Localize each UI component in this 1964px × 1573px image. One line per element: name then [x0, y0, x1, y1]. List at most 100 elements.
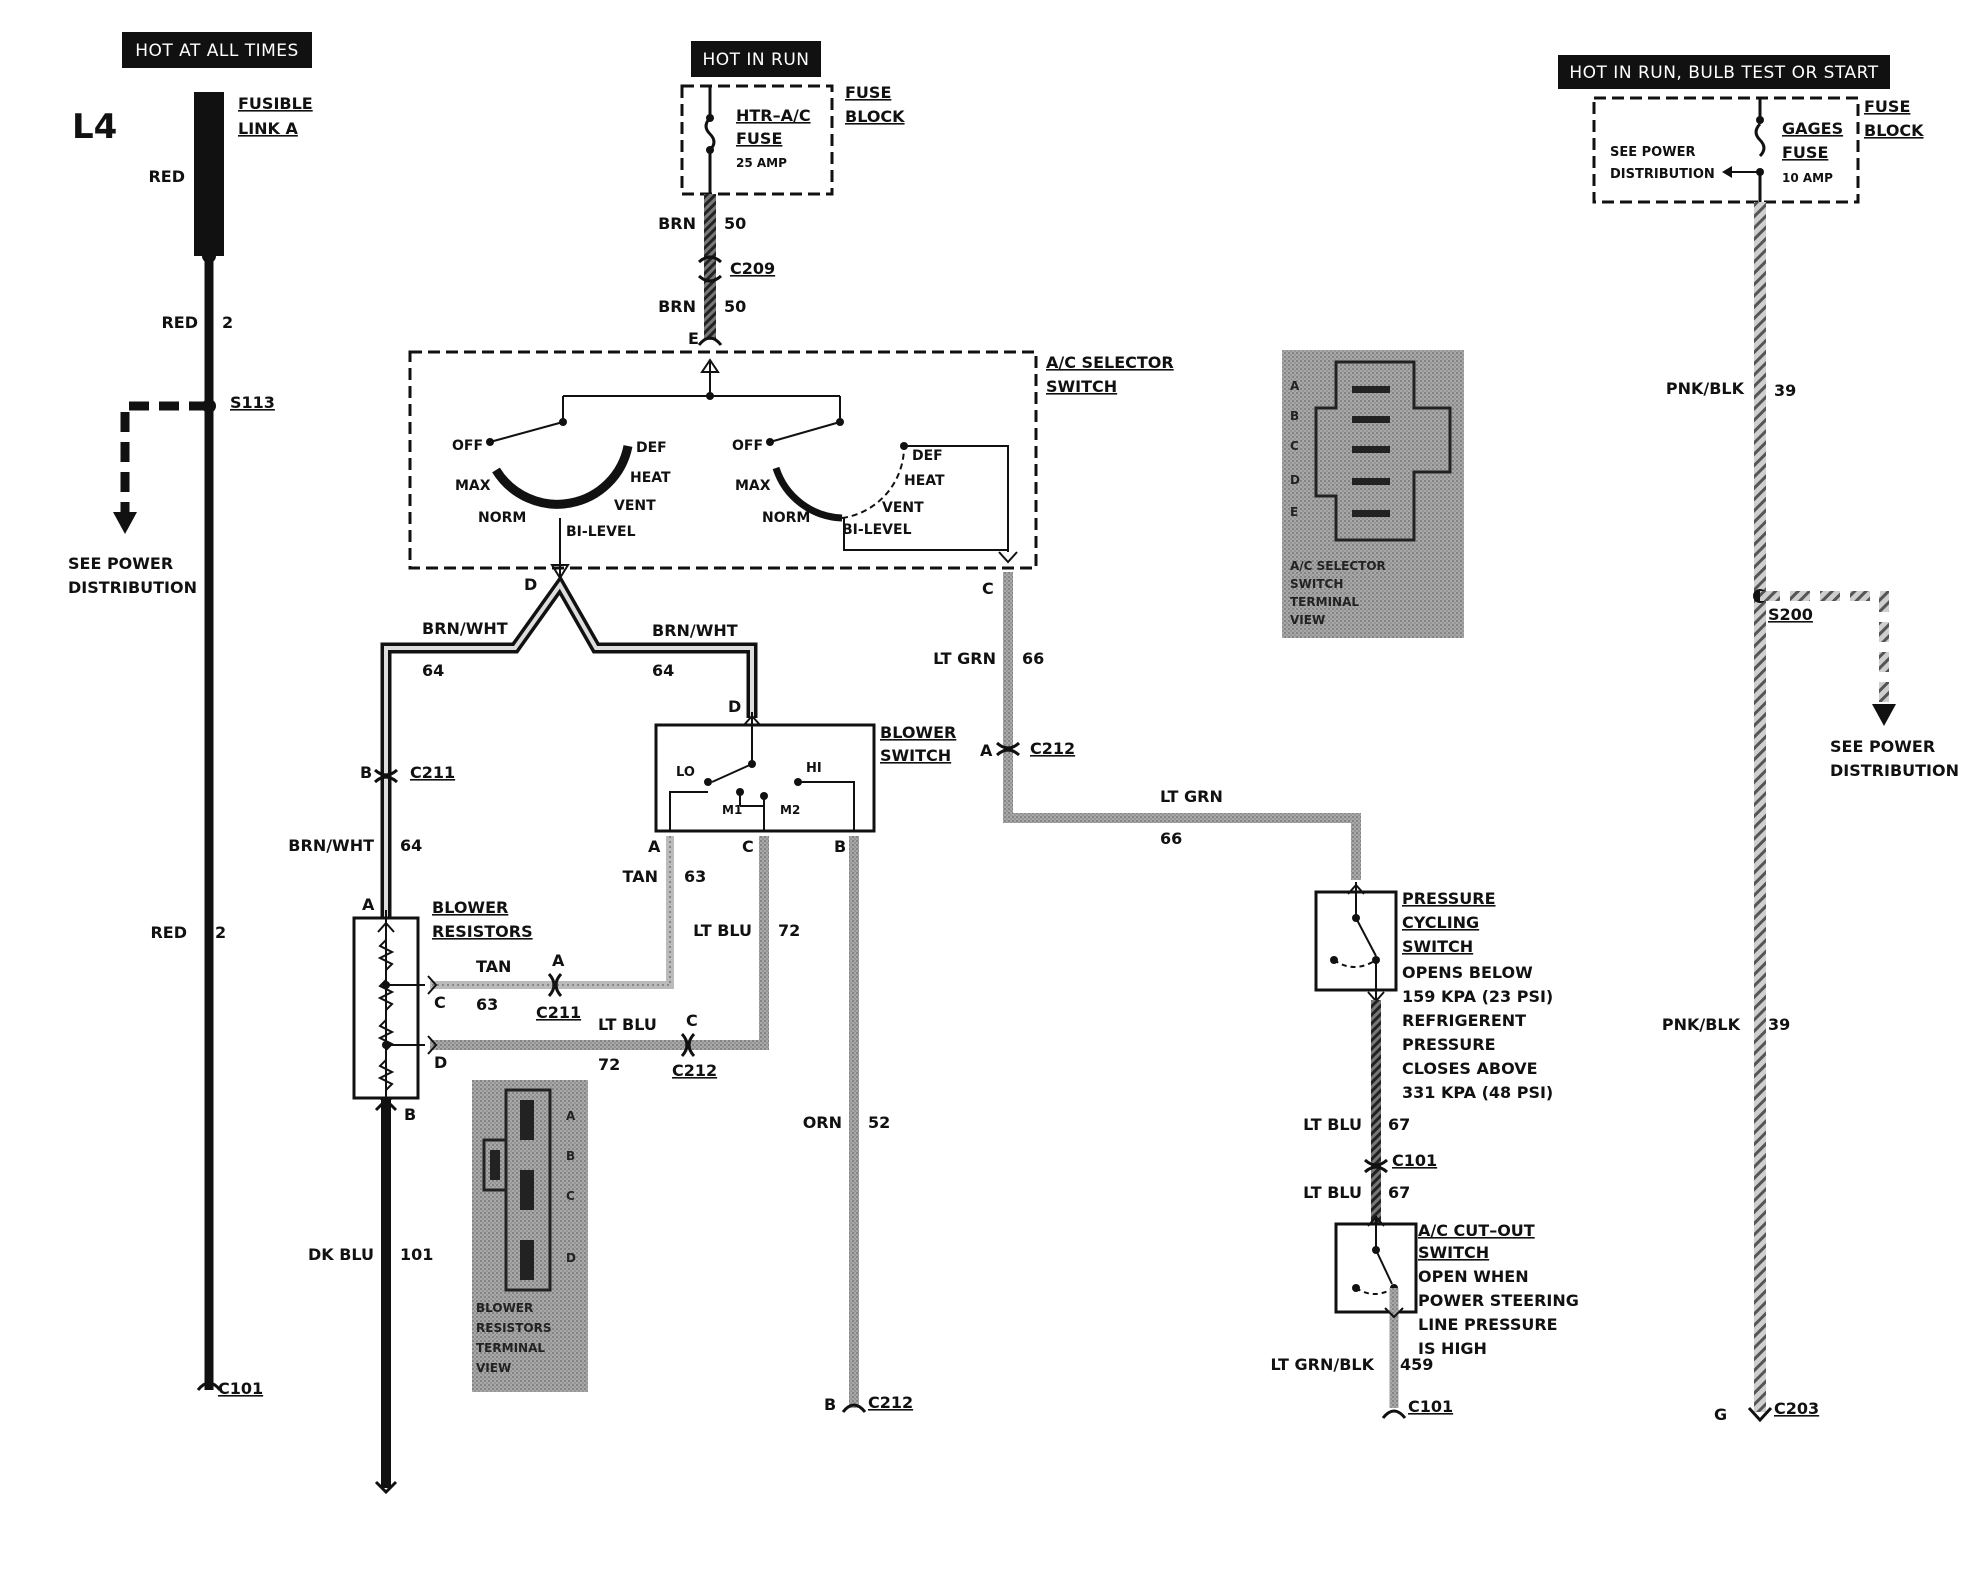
see-power-left: SEE POWER: [68, 554, 173, 573]
sel-right-vent: VENT: [882, 500, 924, 516]
wire-lt-blu-2: LT BLU: [598, 1015, 657, 1034]
pressure-desc-6: 331 KPA (48 PSI): [1402, 1083, 1553, 1102]
brn-wire: [697, 194, 723, 346]
htr-ac-fuse-label: HTR–A/C: [736, 106, 811, 125]
header-hot-at-all-times-text: HOT AT ALL TIMES: [135, 41, 299, 61]
resistor-term-c: C: [434, 993, 446, 1012]
selector-view-caption-4: VIEW: [1290, 613, 1325, 627]
fusible-link-label-2: LINK A: [238, 119, 299, 138]
cutout-switch-label: A/C CUT–OUT: [1418, 1221, 1535, 1240]
left-red-circuit: [113, 92, 224, 1391]
wire-pnk-blk-2: PNK/BLK: [1662, 1015, 1741, 1034]
wire-brn-wht-right-num: 64: [652, 661, 674, 680]
connector-c203: C203: [1774, 1399, 1819, 1418]
see-power-left-2: DISTRIBUTION: [68, 578, 197, 597]
wire-tan-2: TAN: [476, 957, 511, 976]
wire-orn: ORN: [803, 1113, 842, 1132]
wire-brn-wht-low: BRN/WHT: [288, 836, 374, 855]
resistor-view-a: A: [566, 1109, 576, 1123]
wire-lt-blu-67-2: LT BLU: [1303, 1183, 1362, 1202]
connector-c212-mid: C212: [672, 1061, 717, 1080]
resistor-view-caption-2: RESISTORS: [476, 1321, 551, 1335]
pnk-blk-wire: [1747, 202, 1896, 1423]
wire-dk-blu-num: 101: [400, 1245, 433, 1264]
blower-m1: M1: [722, 803, 742, 817]
blower-switch: [654, 712, 876, 833]
selector-view-b: B: [1290, 409, 1299, 423]
blower-term-b: B: [834, 837, 846, 856]
fuse-block-center-label-2: BLOCK: [845, 107, 905, 126]
wire-lt-blu-67-1-num: 67: [1388, 1115, 1410, 1134]
see-power-right: SEE POWER: [1830, 737, 1935, 756]
header-hot-in-run-text: HOT IN RUN: [702, 50, 809, 70]
blower-term-c: C: [742, 837, 754, 856]
wire-red-mid-num: 2: [222, 313, 233, 332]
connector-c211-bottom: C211: [536, 1003, 581, 1022]
gages-fuse-label-2: FUSE: [1782, 143, 1828, 162]
ac-selector-label-2: SWITCH: [1046, 377, 1117, 396]
cutout-desc-4: IS HIGH: [1418, 1339, 1487, 1358]
pressure-desc-2: 159 KPA (23 PSI): [1402, 987, 1553, 1006]
see-power-right-2: DISTRIBUTION: [1830, 761, 1959, 780]
pressure-desc-1: OPENS BELOW: [1402, 963, 1533, 982]
sel-right-off: OFF: [732, 438, 763, 454]
c212-term-b: B: [824, 1395, 836, 1414]
wire-brn-wht-low-num: 64: [400, 836, 422, 855]
ac-selector-switch: [408, 350, 1038, 580]
sel-term-d: D: [524, 575, 537, 594]
sel-left-vent: VENT: [614, 498, 656, 514]
blower-switch-label: BLOWER: [880, 723, 956, 742]
wire-tan-1: TAN: [623, 867, 658, 886]
wire-brn-wht-right: BRN/WHT: [652, 621, 738, 640]
fusible-link-label: FUSIBLE: [238, 94, 313, 113]
wire-lt-grn-1: LT GRN: [933, 649, 996, 668]
c212-term-c: C: [686, 1011, 698, 1030]
resistor-view-c: C: [566, 1189, 575, 1203]
connector-c212-bottom: C212: [868, 1393, 913, 1412]
blower-m2: M2: [780, 803, 800, 817]
pressure-switch-label-2: CYCLING: [1402, 913, 1479, 932]
header-hot-in-run: HOT IN RUN: [691, 41, 821, 77]
wire-brn-wht-left: BRN/WHT: [422, 619, 508, 638]
wire-lt-blu-67-1: LT BLU: [1303, 1115, 1362, 1134]
connector-c101-mid: C101: [1392, 1151, 1437, 1170]
wire-brn-wht-left-num: 64: [422, 661, 444, 680]
blower-resistors: [352, 910, 438, 1495]
wire-lt-grn-2: LT GRN: [1160, 787, 1223, 806]
page-id: L4: [72, 107, 117, 147]
cutout-switch-label-2: SWITCH: [1418, 1243, 1489, 1262]
wire-red-low: RED: [150, 923, 187, 942]
sel-left-off: OFF: [452, 438, 483, 454]
htr-ac-fuse-label-2: FUSE: [736, 129, 782, 148]
blower-switch-label-2: SWITCH: [880, 746, 951, 765]
pressure-desc-5: CLOSES ABOVE: [1402, 1059, 1538, 1078]
htr-ac-fuse-amp: 25 AMP: [736, 156, 787, 170]
sel-right-max: MAX: [735, 478, 771, 494]
blower-lo: LO: [676, 765, 695, 780]
resistor-term-b: B: [404, 1105, 416, 1124]
wire-pnk-blk-2-num: 39: [1768, 1015, 1790, 1034]
tan-wire: [430, 836, 674, 998]
ac-cutout-switch: [1334, 1215, 1418, 1419]
resistor-view-caption: BLOWER: [476, 1301, 533, 1315]
selector-view-e: E: [1290, 505, 1298, 519]
pressure-switch-label: PRESSURE: [1402, 889, 1496, 908]
wire-tan-2-num: 63: [476, 995, 498, 1014]
wire-tan-1-num: 63: [684, 867, 706, 886]
wire-lt-grn-blk-num: 459: [1400, 1355, 1433, 1374]
resistor-term-a: A: [362, 895, 375, 914]
resistor-view-d: D: [566, 1251, 576, 1265]
ac-selector-terminal-view: [1282, 350, 1464, 638]
see-power-inner: SEE POWER: [1610, 145, 1695, 160]
brn-wht-wires: [373, 574, 758, 1100]
connector-c101-bottom: C101: [1408, 1397, 1453, 1416]
sel-left-max: MAX: [455, 478, 491, 494]
selector-view-c: C: [1290, 439, 1299, 453]
gages-fuse-label: GAGES: [1782, 119, 1843, 138]
sel-left-bilevel: BI-LEVEL: [566, 524, 636, 540]
fuse-block-center-label: FUSE: [845, 83, 891, 102]
sel-right-heat: HEAT: [904, 473, 945, 489]
sel-right-bilevel: BI-LEVEL: [842, 522, 912, 538]
resistor-view-caption-4: VIEW: [476, 1361, 511, 1375]
